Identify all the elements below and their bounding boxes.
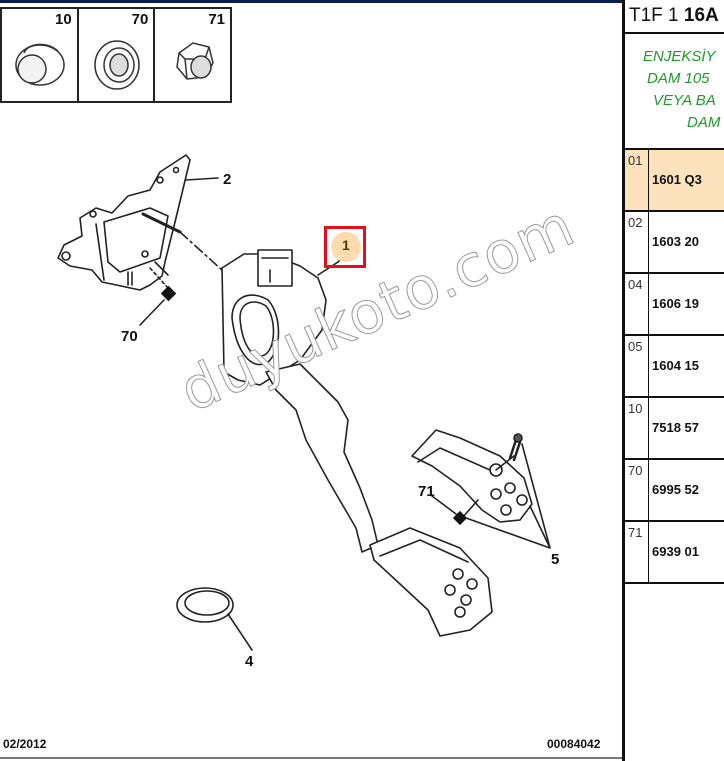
callout-2[interactable]: 2 bbox=[223, 171, 232, 188]
row-part-ref[interactable]: 1604 15 bbox=[652, 358, 699, 373]
callout-1-label: 1 bbox=[342, 237, 350, 253]
note-line: DAM bbox=[687, 114, 721, 131]
table-row[interactable]: 10 7518 57 bbox=[625, 398, 724, 460]
washer-nut-icon bbox=[93, 40, 140, 90]
table-row[interactable]: 02 1603 20 bbox=[625, 212, 724, 274]
small-parts-thumbnails: 10 70 71 bbox=[0, 7, 232, 103]
thumbnail-part-70[interactable]: 70 bbox=[79, 9, 156, 101]
row-part-ref[interactable]: 6995 52 bbox=[652, 482, 699, 497]
note-line: DAM 105 bbox=[647, 70, 710, 87]
row-index: 04 bbox=[625, 274, 649, 334]
row-part-ref[interactable]: 6939 01 bbox=[652, 544, 699, 559]
callout-70[interactable]: 70 bbox=[121, 328, 138, 345]
table-row[interactable]: 05 1604 15 bbox=[625, 336, 724, 398]
diagram-code: 00084042 bbox=[547, 737, 601, 751]
panel-title: T1F 1 16A bbox=[625, 0, 724, 34]
thumbnail-number: 10 bbox=[54, 11, 72, 28]
thumbnail-number: 71 bbox=[208, 11, 226, 28]
hex-nut-icon bbox=[176, 42, 215, 80]
row-index: 71 bbox=[625, 522, 649, 582]
row-index: 02 bbox=[625, 212, 649, 272]
thumbnail-part-71[interactable]: 71 bbox=[155, 9, 230, 101]
bracket-part-2 bbox=[57, 154, 223, 291]
callout-71[interactable]: 71 bbox=[418, 483, 435, 500]
callout-5[interactable]: 5 bbox=[551, 551, 560, 568]
table-row-selected[interactable]: 01 1601 Q3 bbox=[625, 150, 724, 212]
panel-title-bold: 16A bbox=[683, 5, 719, 26]
table-row[interactable]: 71 6939 01 bbox=[625, 522, 724, 584]
table-row[interactable]: 04 1606 19 bbox=[625, 274, 724, 336]
bottom-divider bbox=[0, 757, 724, 759]
callout-1-highlighted[interactable]: 1 bbox=[324, 226, 366, 268]
row-part-ref[interactable]: 7518 57 bbox=[652, 420, 699, 435]
row-part-ref[interactable]: 1603 20 bbox=[652, 234, 699, 249]
exploded-parts-diagram: duyukoto.com 10 70 71 bbox=[0, 3, 622, 758]
row-index: 10 bbox=[625, 398, 649, 458]
thumbnail-part-10[interactable]: 10 bbox=[2, 9, 79, 101]
row-part-ref[interactable]: 1601 Q3 bbox=[652, 172, 702, 187]
thumbnail-number: 70 bbox=[131, 11, 149, 28]
callout-4[interactable]: 4 bbox=[245, 653, 254, 670]
panel-note: ENJEKSİY DAM 105 VEYA BA DAM bbox=[625, 34, 724, 150]
cap-part-4 bbox=[176, 587, 253, 651]
cap-icon bbox=[15, 43, 65, 86]
row-index: 01 bbox=[625, 150, 649, 210]
accelerator-pedal-part-1 bbox=[221, 249, 493, 637]
diagram-date: 02/2012 bbox=[3, 737, 47, 751]
callout-disc bbox=[331, 232, 361, 262]
note-line: ENJEKSİY bbox=[643, 48, 716, 65]
row-index: 05 bbox=[625, 336, 649, 396]
row-index: 70 bbox=[625, 460, 649, 520]
panel-title-prefix: T1F 1 bbox=[629, 5, 684, 26]
top-border-bar bbox=[0, 0, 622, 3]
parts-list-panel: T1F 1 16A ENJEKSİY DAM 105 VEYA BA DAM 0… bbox=[622, 0, 724, 761]
row-part-ref[interactable]: 1606 19 bbox=[652, 296, 699, 311]
note-line: VEYA BA bbox=[653, 92, 716, 109]
pedal-assembly-drawing bbox=[57, 154, 551, 651]
pedal-pad-part-5 bbox=[411, 429, 551, 549]
parts-table: 01 1601 Q3 02 1603 20 04 1606 19 05 1604… bbox=[625, 150, 724, 584]
table-row[interactable]: 70 6995 52 bbox=[625, 460, 724, 522]
